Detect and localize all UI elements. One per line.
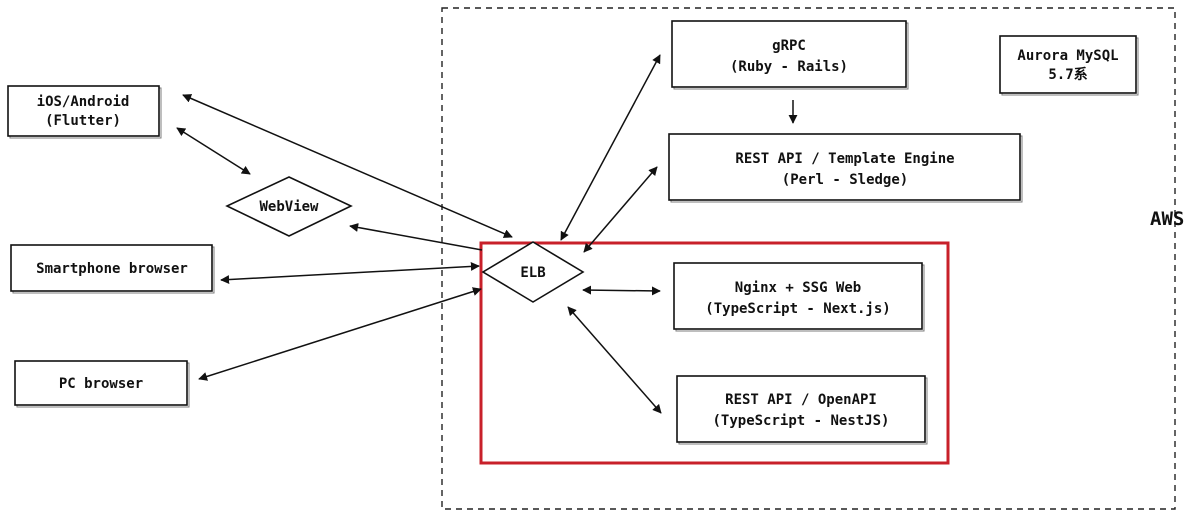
aws-boundary: [441, 7, 1176, 510]
grpc-title: gRPC: [772, 38, 806, 54]
edge-mobile-app-webview: [176, 127, 251, 175]
nginx-ssg-title: Nginx + SSG Web: [735, 280, 861, 296]
rest-nest-title: REST API / OpenAPI: [725, 392, 877, 408]
edge-elb-mobile-app: [182, 94, 513, 238]
aurora-subtitle: 5.7系: [1048, 66, 1087, 83]
nginx-ssg-node: Nginx + SSG Web (TypeScript - Next.js): [673, 262, 925, 332]
webview-diamond: [225, 176, 353, 237]
connectors: [176, 54, 798, 414]
elb-label: ELB: [520, 265, 545, 281]
grpc-node: gRPC (Ruby - Rails): [671, 20, 909, 90]
smartphone-browser-label: Smartphone browser: [36, 261, 188, 277]
smartphone-browser-node: Smartphone browser: [10, 244, 215, 294]
rest-nest-box: [676, 375, 926, 443]
mobile-app-title: iOS/Android: [37, 94, 130, 110]
pc-browser-label: PC browser: [59, 376, 143, 392]
aurora-box: [999, 35, 1137, 94]
smartphone-browser-box: [10, 244, 213, 292]
edge-pc-elb: [198, 287, 482, 381]
rest-perl-node: REST API / Template Engine (Perl - Sledg…: [668, 133, 1023, 203]
edge-smartphone-elb: [220, 261, 480, 285]
nginx-ssg-subtitle: (TypeScript - Next.js): [705, 301, 890, 317]
mobile-app-box: [7, 85, 160, 137]
aurora-node: Aurora MySQL 5.7系: [999, 35, 1139, 96]
mobile-app-node: iOS/Android (Flutter): [7, 85, 162, 139]
rest-perl-subtitle: (Perl - Sledge): [782, 172, 908, 188]
edge-elb-rest-perl: [583, 166, 658, 253]
webview-label: WebView: [259, 199, 319, 215]
elb-diamond: [481, 241, 585, 303]
elb-node: ELB: [481, 241, 585, 303]
edge-elb-webview: [349, 223, 483, 251]
mobile-app-subtitle: (Flutter): [45, 113, 121, 129]
pc-browser-node: PC browser: [14, 360, 190, 408]
rest-perl-box: [668, 133, 1021, 201]
pc-browser-box: [14, 360, 188, 406]
rest-nest-subtitle: (TypeScript - NestJS): [712, 413, 889, 429]
webview-node: WebView: [225, 176, 353, 237]
grpc-box: [671, 20, 907, 88]
aws-label: AWS: [1150, 208, 1184, 230]
rest-perl-title: REST API / Template Engine: [735, 151, 954, 167]
aurora-title: Aurora MySQL: [1017, 48, 1118, 64]
grpc-subtitle: (Ruby - Rails): [730, 59, 848, 75]
edge-elb-grpc: [560, 54, 661, 241]
rest-nest-node: REST API / OpenAPI (TypeScript - NestJS): [676, 375, 928, 445]
nginx-ssg-box: [673, 262, 923, 330]
edge-elb-nginx-ssg: [582, 285, 661, 296]
edge-elb-rest-nest: [567, 306, 662, 414]
